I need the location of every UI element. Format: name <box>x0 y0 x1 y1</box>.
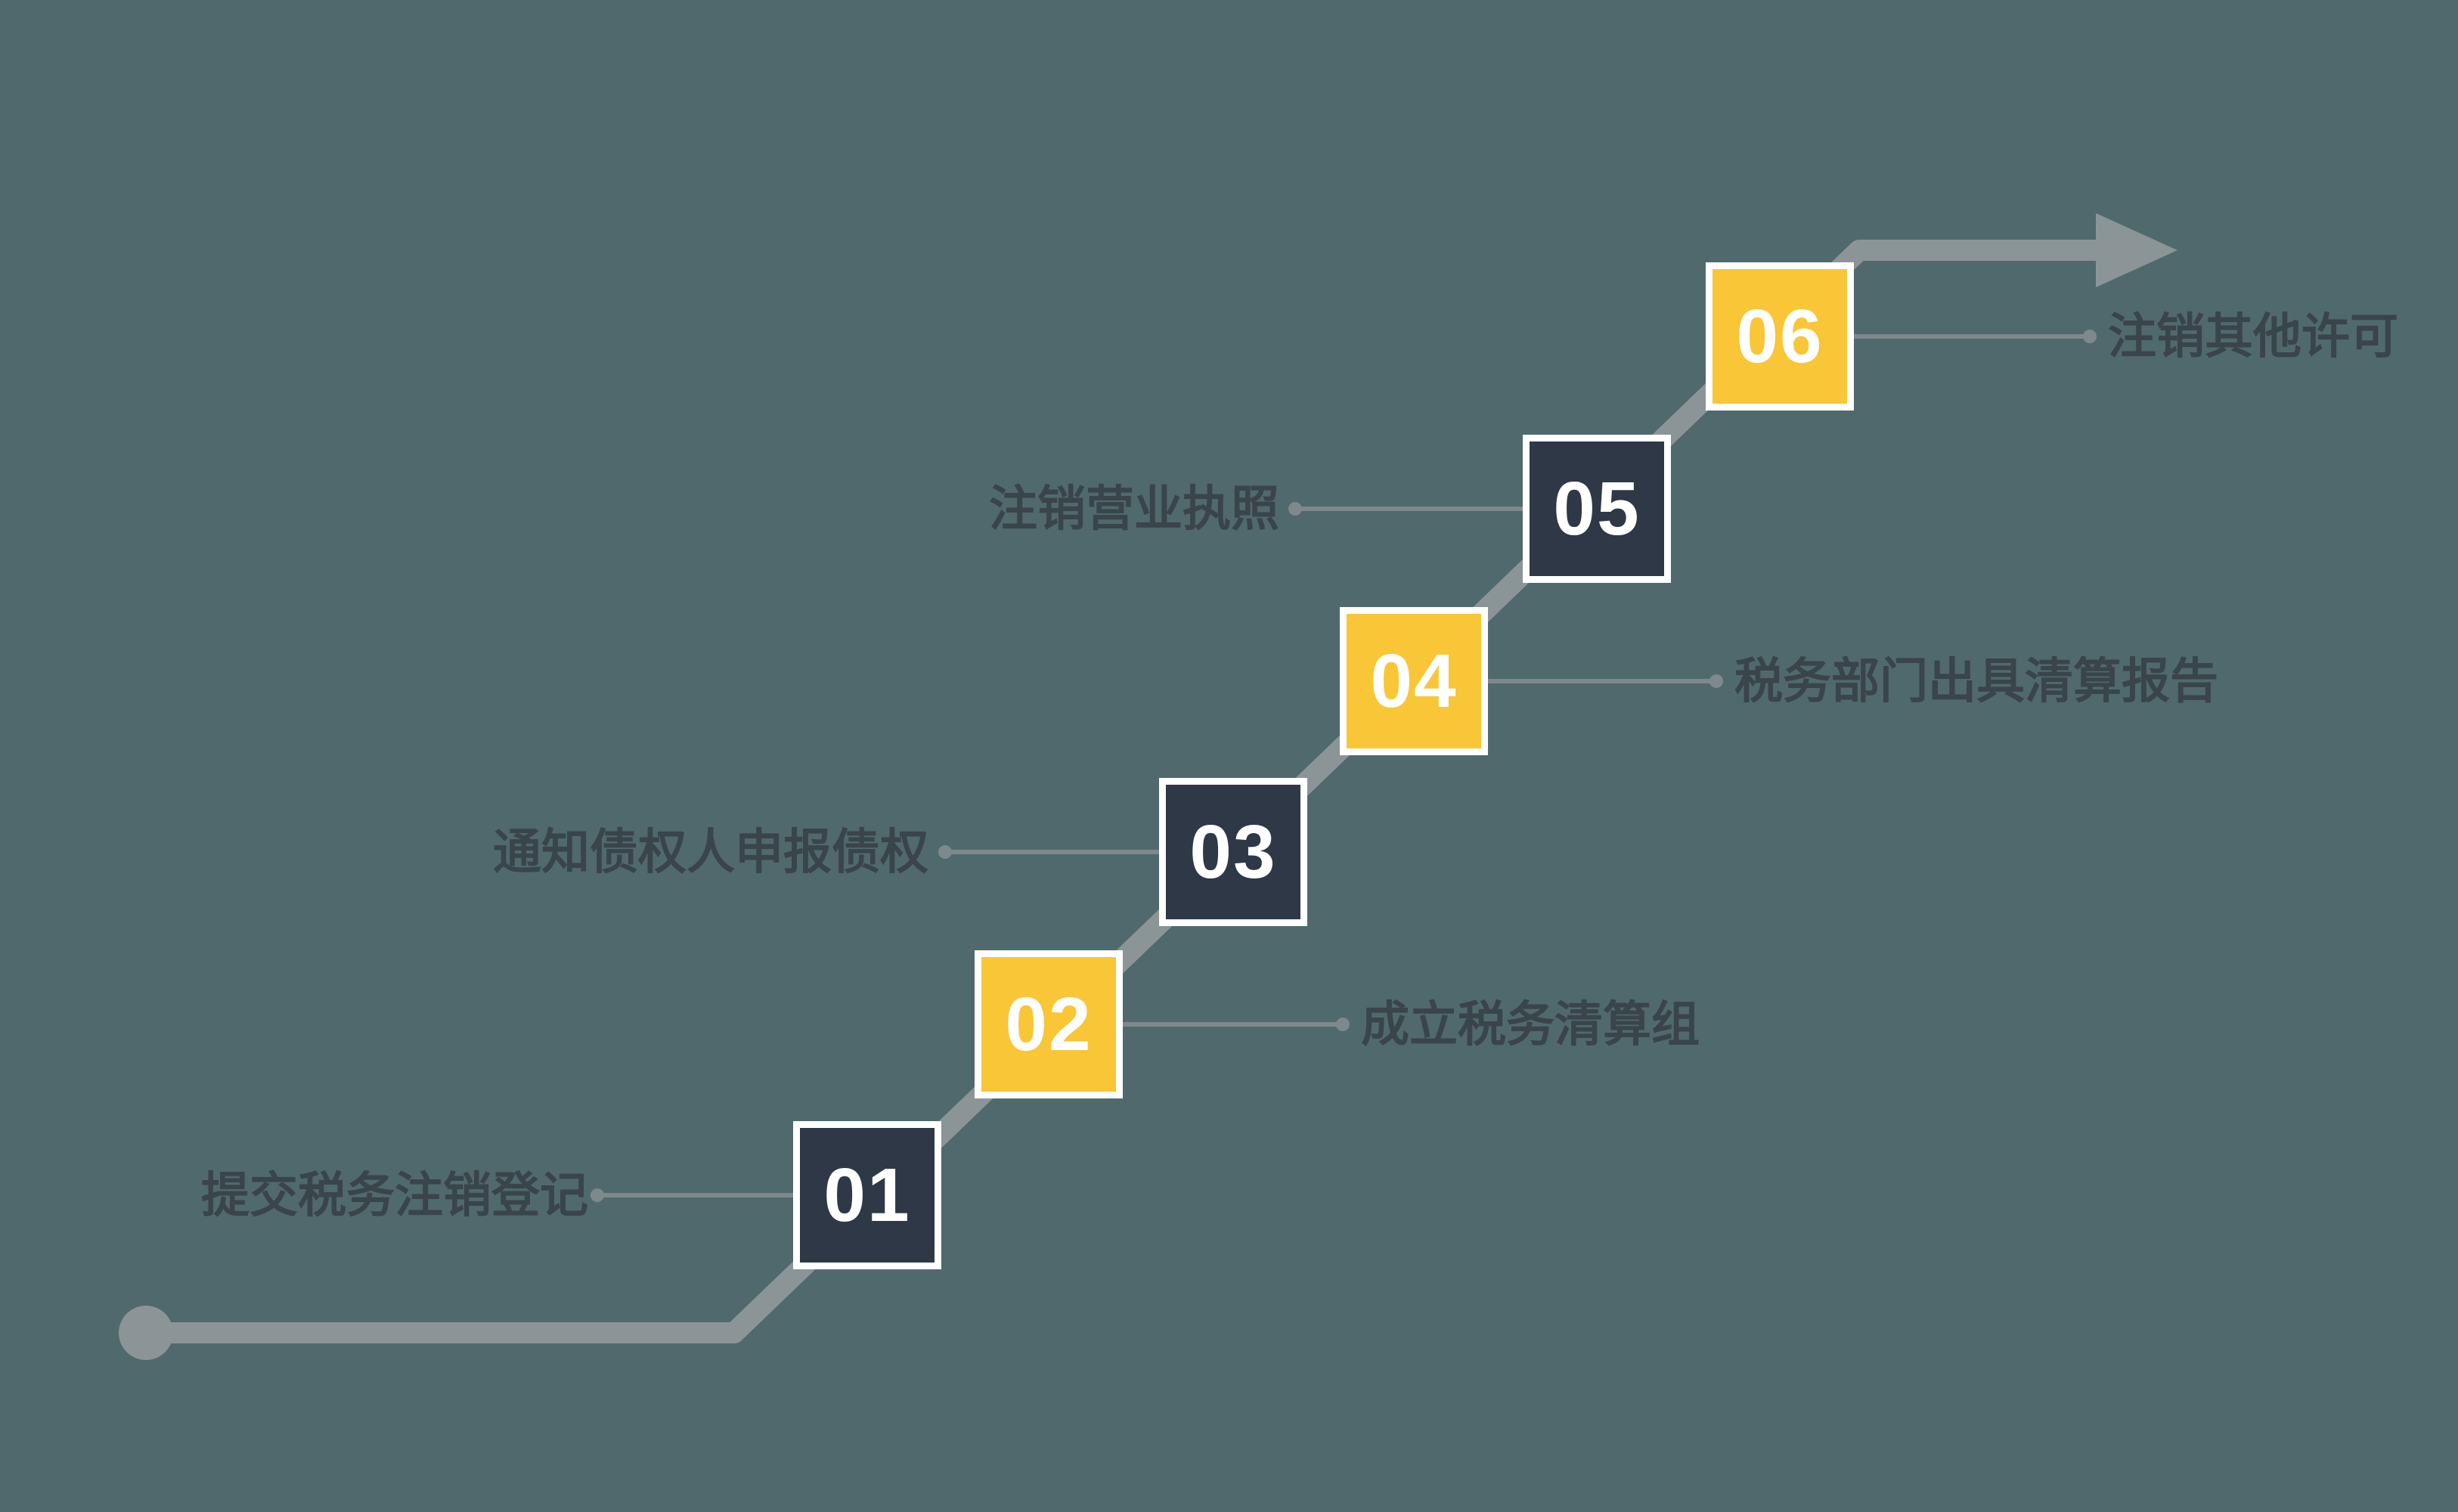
step-number-05: 05 <box>1553 466 1641 551</box>
step-number-06: 06 <box>1736 294 1824 379</box>
step-label-06: 注销其他许可 <box>2108 309 2398 364</box>
arrow-head-icon <box>2096 213 2177 287</box>
connector-step-01 <box>597 1193 793 1198</box>
step-box-01: 01 <box>793 1121 941 1269</box>
step-number-03: 03 <box>1189 810 1277 894</box>
connector-dot-step-01 <box>590 1188 604 1202</box>
step-number-01: 01 <box>823 1153 911 1238</box>
step-box-06: 06 <box>1706 262 1854 411</box>
step-box-05: 05 <box>1523 435 1671 583</box>
connector-dot-step-04 <box>1709 674 1723 688</box>
step-number-02: 02 <box>1005 982 1093 1067</box>
step-box-04: 04 <box>1340 607 1488 755</box>
connector-dot-step-06 <box>2083 330 2097 343</box>
connector-step-04 <box>1488 679 1716 683</box>
step-label-03: 通知债权人申报债权 <box>493 825 928 879</box>
connector-dot-step-05 <box>1288 502 1302 516</box>
step-label-01: 提交税务注销登记 <box>201 1168 588 1222</box>
connector-dot-step-03 <box>938 845 952 859</box>
step-number-04: 04 <box>1370 639 1458 723</box>
connector-dot-step-02 <box>1336 1018 1350 1031</box>
connector-step-02 <box>1123 1022 1343 1027</box>
connector-step-03 <box>945 850 1159 854</box>
step-box-03: 03 <box>1159 778 1307 926</box>
step-label-04: 税务部门出具清算报告 <box>1734 654 2218 708</box>
step-label-02: 成立税务清算组 <box>1361 997 1700 1052</box>
step-label-05: 注销营业执照 <box>989 482 1279 536</box>
step-box-02: 02 <box>975 950 1123 1098</box>
connector-step-06 <box>1854 334 2090 339</box>
connector-step-05 <box>1295 507 1523 511</box>
